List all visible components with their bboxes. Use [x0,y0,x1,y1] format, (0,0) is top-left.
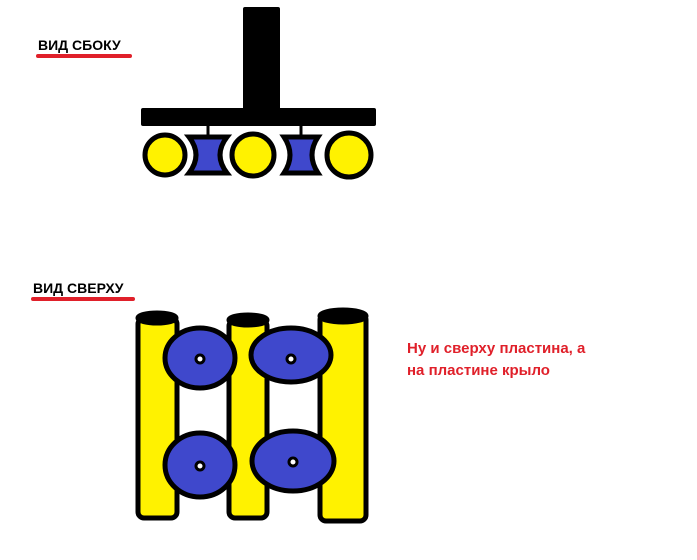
yellow-wheel-middle [229,131,277,179]
blue-hourglass-left [183,134,233,176]
side-view-underline [36,54,132,58]
horizontal-plate [141,108,376,126]
side-view-label: ВИД СБОКУ [38,37,121,53]
top-view-underline [31,297,135,301]
disc-hole [194,353,206,365]
pillar-right-top [317,307,369,325]
pillar-middle-top [226,312,270,328]
note-line-2: на пластине крыло [407,362,550,379]
note-line-1: Ну и сверху пластина, а [407,340,586,357]
yellow-wheel-right [324,130,374,180]
yellow-wheel-left [142,132,188,178]
blue-hourglass-right [279,134,323,176]
vertical-post [243,7,280,110]
top-view-label: ВИД СВЕРХУ [33,280,124,296]
pillar-left-top [135,310,179,326]
side-view-drawing [141,7,376,180]
disc-hole [287,456,299,468]
top-view-drawing [135,307,369,524]
disc-hole [285,353,297,365]
disc-hole [194,460,206,472]
